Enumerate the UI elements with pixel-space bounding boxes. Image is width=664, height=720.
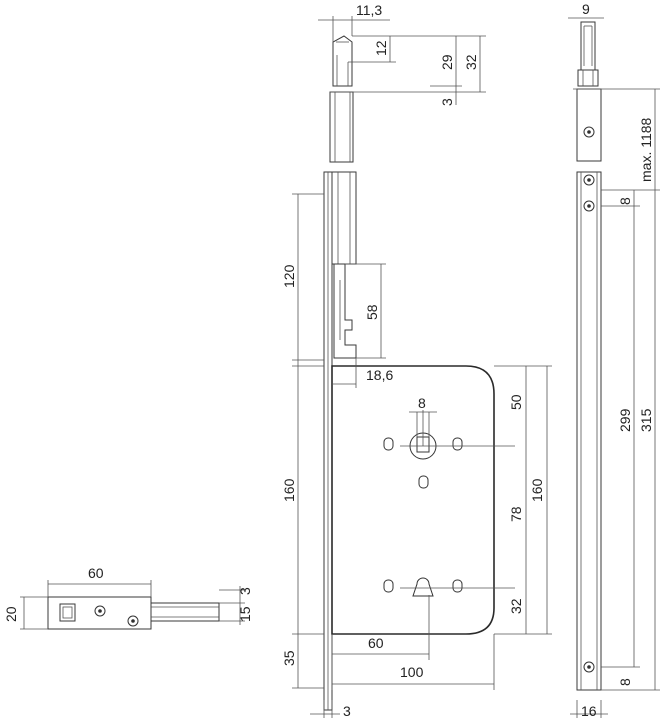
latch-square-hole [59,603,76,622]
dim-78: 78 [508,506,524,522]
latch-detail: 60 20 3 15 [3,565,253,630]
dim-rod-9: 9 [582,1,590,17]
rod-view: 9 max. 1188 8 299 315 8 16 [568,1,660,719]
dim-rod-8-top: 8 [617,197,633,205]
rod-upper-plate [576,88,602,162]
dim-3-bottom: 3 [343,703,351,719]
keyhole [412,577,434,597]
dim-8-spindle: 8 [418,395,426,411]
dim-32: 32 [508,598,524,614]
dim-rod-8-bottom: 8 [617,678,633,686]
dim-top-12: 12 [373,40,389,56]
dim-top-32: 32 [463,54,479,70]
dim-100: 100 [400,664,424,680]
dim-299: 299 [617,408,633,432]
dim-latch-60: 60 [88,565,104,581]
dim-60: 60 [368,635,384,651]
latch-mechanism [333,263,357,359]
dim-315: 315 [638,408,654,432]
dim-50: 50 [508,394,524,410]
main-lock: 11,3 12 29 32 3 120 58 18,6 8 [281,2,552,719]
rod-strip [576,171,602,691]
dim-160-right: 160 [529,478,545,502]
bolt-tip [332,35,353,87]
dim-58: 58 [364,304,380,320]
dim-top-3: 3 [439,98,455,106]
dim-160-left: 160 [281,478,297,502]
dim-rod-16: 16 [581,703,597,719]
dim-latch-20: 20 [3,606,19,622]
dim-120: 120 [281,264,297,288]
dim-max-1188: max. 1188 [638,117,654,182]
dim-18-6: 18,6 [366,367,393,383]
latch-bolt [150,602,220,622]
dim-top-29: 29 [439,54,455,70]
dim-35: 35 [281,650,297,666]
rod-tip [580,21,596,71]
upper-bolt-housing [331,171,357,265]
upper-rod [329,91,354,163]
dim-top-width: 11,3 [356,2,382,18]
dim-latch-15: 15 [237,606,253,622]
lock-case [331,365,495,635]
dim-latch-3: 3 [237,587,253,595]
